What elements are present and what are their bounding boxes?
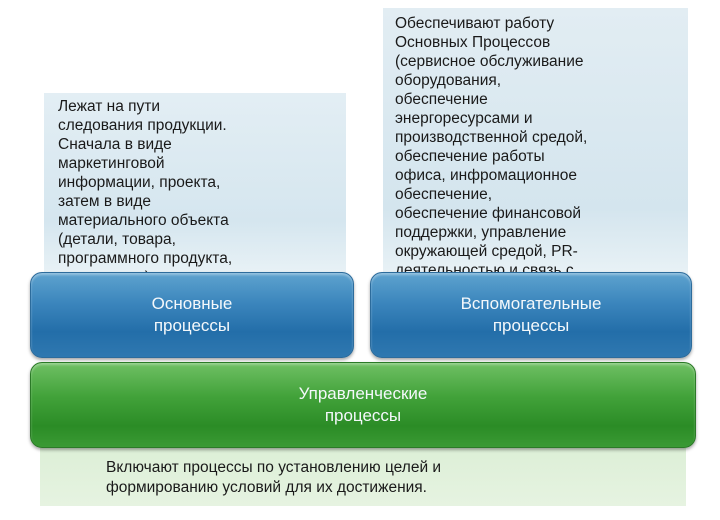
main-processes-description: Лежат на пути следования продукции. Снач… (44, 93, 346, 286)
management-processes-box: Управленческие процессы (30, 362, 696, 448)
management-processes-description: Включают процессы по установлению целей … (40, 444, 686, 506)
management-processes-label: Управленческие процессы (298, 384, 428, 425)
main-processes-label: Основные процессы (151, 294, 233, 335)
support-processes-box: Вспомогательные процессы (370, 272, 692, 358)
support-processes-description: Обеспечивают работу Основных Процессов (… (383, 8, 688, 298)
support-processes-label: Вспомогательные процессы (460, 294, 602, 335)
main-processes-box: Основные процессы (30, 272, 354, 358)
